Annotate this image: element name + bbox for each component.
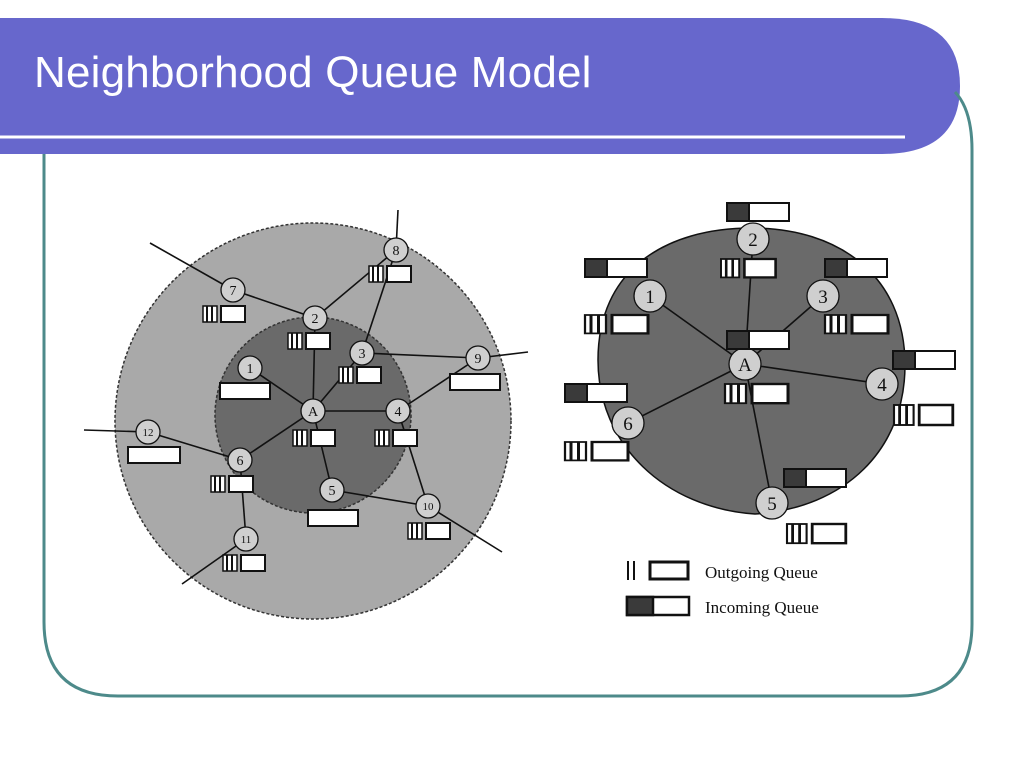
outgoing-queue (407, 522, 451, 540)
queue-box (127, 446, 181, 464)
svg-text:11: 11 (241, 534, 252, 546)
right-node-1: 1 (633, 279, 667, 313)
queue-box (449, 373, 501, 391)
left-node-6: 6 (227, 447, 253, 473)
queue-box (219, 382, 271, 400)
incoming-queue (584, 258, 648, 278)
right-node-A: A (728, 347, 762, 381)
svg-text:1: 1 (645, 287, 655, 308)
header-bar (0, 18, 960, 154)
left-node-9: 9 (465, 345, 491, 371)
outgoing-queue (292, 429, 336, 447)
right-node-2: 2 (736, 222, 770, 256)
outgoing-queue (210, 475, 254, 493)
svg-text:A: A (308, 405, 319, 420)
incoming-queue (824, 258, 888, 278)
right-node-5: 5 (755, 486, 789, 520)
legend-outgoing-label: Outgoing Queue (705, 563, 818, 582)
svg-text:2: 2 (748, 230, 758, 251)
incoming-queue (783, 468, 847, 488)
svg-text:9: 9 (475, 352, 482, 367)
right-node-3: 3 (806, 279, 840, 313)
left-node-2: 2 (302, 305, 328, 331)
outgoing-queue (368, 265, 412, 283)
left-node-5: 5 (319, 477, 345, 503)
frame-corner-accent (953, 90, 974, 151)
outgoing-queue (202, 305, 246, 323)
legend-incoming-glyph (625, 595, 691, 617)
legend-outgoing-glyph (627, 560, 690, 581)
svg-text:3: 3 (359, 347, 366, 362)
legend: Outgoing Queue Incoming Queue (625, 560, 819, 617)
incoming-queue (564, 383, 628, 403)
left-network-diagram: A 1 2 3 4 5 6 7 (83, 209, 529, 620)
outgoing-queue (563, 440, 630, 462)
incoming-queue (726, 330, 790, 350)
outgoing-queue (785, 522, 848, 545)
outgoing-queue (374, 429, 418, 447)
outgoing-queue (287, 332, 331, 350)
outgoing-queue (338, 366, 382, 384)
incoming-queue (726, 202, 790, 222)
left-node-1: 1 (237, 355, 263, 381)
svg-text:5: 5 (329, 484, 336, 499)
outgoing-queue (222, 554, 266, 572)
left-node-A: A (300, 398, 326, 424)
svg-text:8: 8 (393, 244, 400, 259)
svg-text:6: 6 (623, 414, 633, 435)
left-node-4: 4 (385, 398, 411, 424)
outgoing-queue (583, 313, 650, 335)
svg-text:4: 4 (395, 405, 402, 420)
right-network-diagram: A 1 2 3 4 5 6 (563, 202, 956, 545)
outgoing-queue (892, 403, 955, 427)
svg-text:7: 7 (230, 284, 237, 299)
left-queues (127, 265, 501, 572)
outgoing-queue (723, 382, 790, 405)
legend-incoming-label: Incoming Queue (705, 598, 819, 617)
incoming-queue (892, 350, 956, 370)
queue-box (307, 509, 359, 527)
left-node-10: 10 (415, 493, 441, 519)
svg-text:12: 12 (143, 427, 154, 439)
frame-border (42, 150, 974, 698)
svg-text:A: A (738, 355, 752, 376)
left-node-7: 7 (220, 277, 246, 303)
left-node-11: 11 (233, 526, 259, 552)
outgoing-queue (719, 257, 777, 279)
left-node-3: 3 (349, 340, 375, 366)
right-node-4: 4 (865, 367, 899, 401)
left-node-12: 12 (135, 419, 161, 445)
svg-text:3: 3 (818, 287, 828, 308)
svg-text:2: 2 (312, 312, 319, 327)
outgoing-queue (823, 313, 890, 335)
svg-text:10: 10 (423, 501, 435, 513)
left-node-8: 8 (383, 237, 409, 263)
svg-text:4: 4 (877, 375, 887, 396)
svg-text:5: 5 (767, 494, 777, 515)
svg-text:1: 1 (247, 362, 254, 377)
slide-title: Neighborhood Queue Model (34, 48, 592, 97)
right-node-6: 6 (611, 406, 645, 440)
svg-text:6: 6 (237, 454, 244, 469)
